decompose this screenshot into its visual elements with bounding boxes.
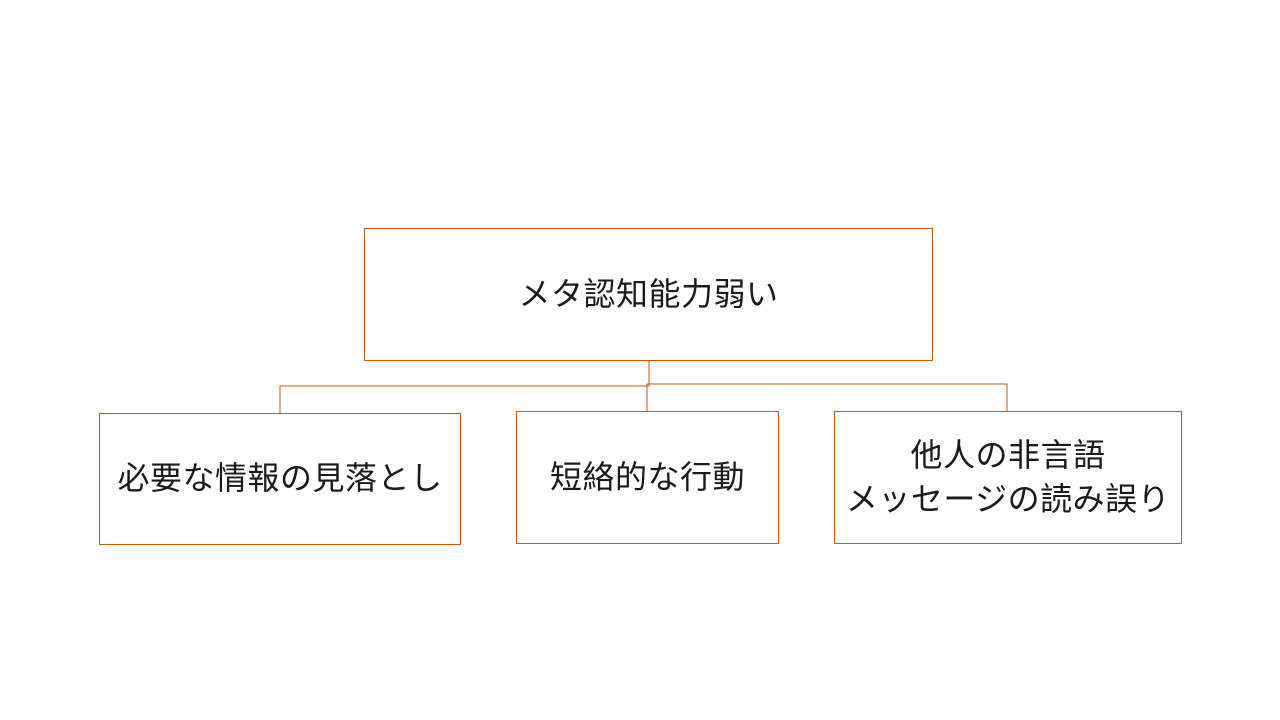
child-node-box-1: 必要な情報の見落とし	[99, 413, 461, 545]
child-node-3-label-line-2: メッセージの読み誤り	[845, 479, 1171, 518]
connector-root-to-child3	[648, 361, 1008, 411]
child-node-box-2: 短絡的な行動	[516, 411, 779, 544]
connector-root-to-child1	[279, 361, 650, 413]
child-node-1-label: 必要な情報の見落とし	[117, 459, 443, 498]
child-node-box-3: 他人の非言語 メッセージの読み誤り	[834, 411, 1182, 544]
child-node-2-label: 短絡的な行動	[549, 457, 745, 496]
root-node-label: メタ認知能力弱い	[518, 274, 779, 313]
child-node-3-label-line-1: 他人の非言語	[910, 436, 1106, 475]
root-node-box: メタ認知能力弱い	[364, 228, 933, 361]
